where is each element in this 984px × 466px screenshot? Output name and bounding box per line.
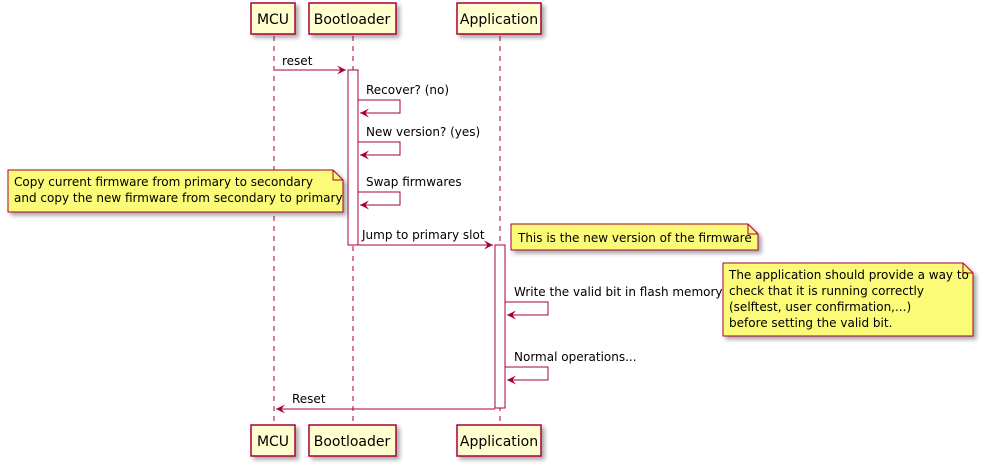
message-reset: reset (275, 54, 346, 75)
participant-mcu-label-bottom: MCU (257, 434, 289, 450)
note-valid-bit-line-1: The application should provide a way to (728, 268, 969, 282)
message-reset-label: reset (282, 54, 313, 68)
activation-application (494, 244, 506, 409)
message-recover: Recover? (no) (358, 83, 449, 118)
participant-bootloader-bottom: Bootloader (308, 424, 397, 457)
note-valid-bit-line-2: check that it is running correctly (729, 284, 924, 298)
message-write-valid-bit: Write the valid bit in flash memory (505, 285, 723, 320)
participant-application-label: Application (460, 12, 538, 28)
message-recover-label: Recover? (no) (366, 83, 449, 97)
message-reset-back: Reset (276, 392, 495, 414)
note-swap-line-1: Copy current firmware from primary to se… (14, 175, 313, 189)
participant-application-bottom: Application (456, 424, 542, 457)
note-swap-line-2: and copy the new firmware from secondary… (14, 191, 343, 205)
message-new-version-label: New version? (yes) (366, 125, 480, 139)
participant-application-label-bottom: Application (460, 434, 538, 450)
message-write-valid-bit-label: Write the valid bit in flash memory (514, 285, 723, 299)
participant-mcu-label: MCU (257, 12, 289, 28)
participant-bootloader-label: Bootloader (314, 12, 391, 28)
participant-bootloader-top: Bootloader (308, 2, 397, 35)
participant-application-top: Application (456, 2, 542, 35)
message-new-version: New version? (yes) (358, 125, 480, 160)
message-normal-operations: Normal operations... (505, 350, 637, 385)
message-jump-primary-label: Jump to primary slot (361, 228, 485, 242)
note-swap: Copy current firmware from primary to se… (7, 169, 344, 213)
note-valid-bit-line-4: before setting the valid bit. (729, 316, 892, 330)
participant-mcu-top: MCU (250, 2, 296, 35)
message-reset-back-label: Reset (292, 392, 326, 406)
participant-mcu-bottom: MCU (250, 424, 296, 457)
note-new-version-line-1: This is the new version of the firmware (517, 231, 752, 245)
note-new-version: This is the new version of the firmware (510, 223, 759, 251)
activation-bootloader (347, 69, 359, 246)
note-valid-bit-line-3: (selftest, user confirmation,...) (729, 300, 911, 314)
message-normal-operations-label: Normal operations... (514, 350, 637, 364)
participant-bootloader-label-bottom: Bootloader (314, 434, 391, 450)
message-swap-firmwares-label: Swap firmwares (366, 175, 462, 189)
message-swap-firmwares: Swap firmwares (358, 175, 462, 210)
message-jump-primary: Jump to primary slot (358, 228, 493, 250)
note-valid-bit: The application should provide a way to … (722, 262, 974, 337)
